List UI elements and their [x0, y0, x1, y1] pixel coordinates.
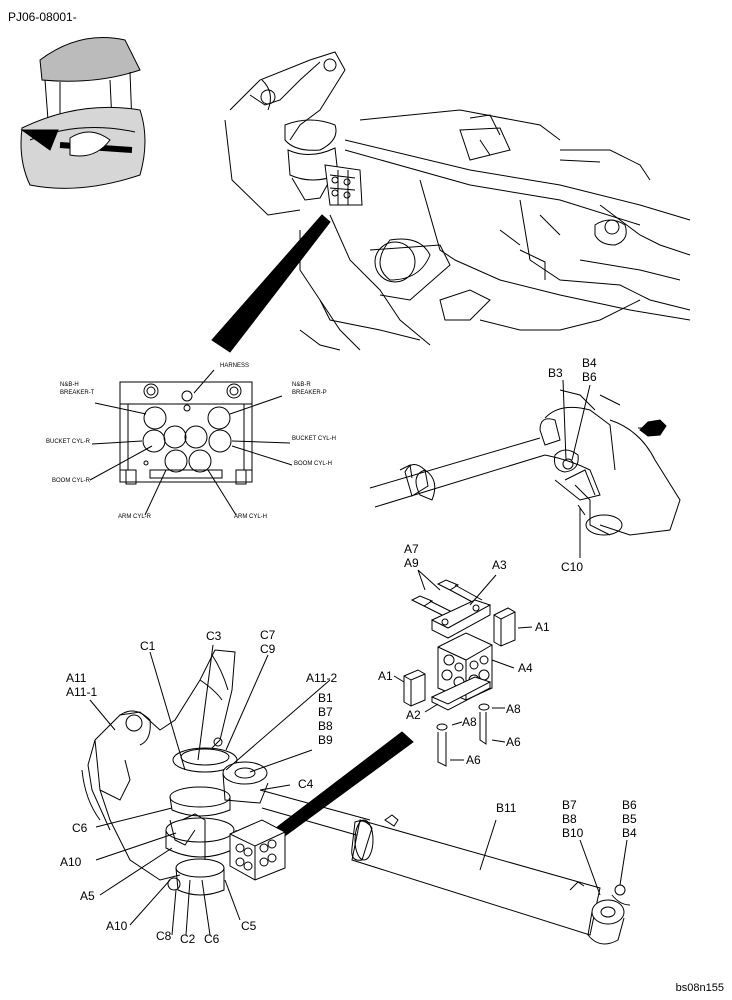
callout-c2: C2: [180, 932, 196, 946]
valve-block-detail: [89, 369, 293, 516]
valve-exploded-view: [393, 569, 533, 767]
swing-bracket-assembly: [81, 644, 631, 945]
callout-b6-rod: B6: [622, 798, 637, 812]
callout-b10: B10: [562, 826, 584, 840]
callout-a4: A4: [518, 661, 533, 675]
label-breaker-t: BREAKER-T: [60, 390, 95, 396]
image-code: bs08n155: [675, 982, 724, 994]
label-bucket-cyl-h: BUCKET CYL-H: [292, 436, 336, 442]
callout-a11-2: A11-2: [306, 671, 338, 685]
callout-b7-rod: B7: [562, 798, 577, 812]
drawing-code: PJ06-08001-: [8, 10, 77, 24]
detail-leader-bottom: [275, 731, 414, 839]
callout-a3: A3: [492, 558, 507, 572]
label-arm-cyl-h: ARM CYL-H: [234, 514, 268, 520]
label-bucket-cyl-r: BUCKET CYL-R: [46, 439, 90, 445]
callout-c10: C10: [561, 560, 584, 574]
callout-a11-1: A11-1: [66, 685, 98, 699]
callout-c6-bottom: C6: [204, 932, 220, 946]
callout-c9: C9: [260, 642, 276, 656]
callout-b11: B11: [496, 801, 517, 815]
callout-c7: C7: [260, 628, 276, 642]
callout-b7: B7: [318, 705, 333, 719]
label-breaker-p: BREAKER-P: [292, 390, 327, 396]
callout-a7: A7: [404, 542, 419, 556]
label-harness: HARNESS: [220, 363, 250, 369]
callout-a10-lower: A10: [106, 919, 128, 933]
label-nb-h: N&B-H: [60, 382, 79, 388]
callout-c5: C5: [241, 919, 257, 933]
detail-leader-top: [211, 214, 331, 353]
callout-a1-left: A1: [378, 669, 393, 683]
callout-b8-rod: B8: [562, 812, 577, 826]
callout-c4: C4: [298, 777, 314, 791]
callout-a2: A2: [406, 708, 421, 722]
callout-a5: A5: [80, 889, 95, 903]
upper-frame-drawing: [224, 51, 691, 351]
callout-b3: B3: [548, 366, 563, 380]
callout-b5: B5: [622, 812, 637, 826]
machine-thumbnail: [20, 37, 146, 189]
callout-a9: A9: [404, 556, 419, 570]
label-boom-cyl-r: BOOM CYL-R: [52, 478, 91, 484]
label-boom-cyl-h: BOOM CYL-H: [294, 461, 333, 467]
callout-a6-right: A6: [506, 735, 521, 749]
callout-b6: B6: [582, 370, 597, 384]
callout-b4-rod: B4: [622, 826, 637, 840]
callout-a1-right: A1: [535, 620, 550, 634]
callout-a6-left: A6: [466, 753, 481, 767]
callout-a11: A11: [66, 671, 87, 685]
callout-a8-right: A8: [506, 702, 521, 716]
label-arm-cyl-r: ARM CYL-R: [118, 514, 152, 520]
callout-b1: B1: [318, 691, 333, 705]
cylinder-head-view: [369, 379, 681, 558]
callout-c3: C3: [206, 629, 222, 643]
callout-c6-left: C6: [72, 821, 88, 835]
callout-b9: B9: [318, 733, 333, 747]
callout-a8-left: A8: [462, 715, 477, 729]
label-nb-r: N&B-R: [292, 382, 311, 388]
callout-c8: C8: [156, 929, 172, 943]
callout-b8: B8: [318, 719, 333, 733]
callout-a10-upper: A10: [60, 855, 82, 869]
callout-c1: C1: [140, 639, 156, 653]
callout-b4: B4: [582, 356, 597, 370]
